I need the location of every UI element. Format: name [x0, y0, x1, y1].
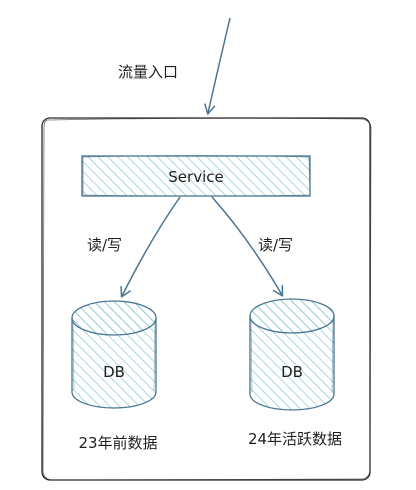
left-db-caption: 23年前数据: [78, 434, 157, 452]
edge-left: [120, 196, 181, 298]
entry-label: 流量入口: [118, 63, 178, 81]
left-edge-label: 读/写: [87, 236, 122, 254]
entry-arrow: [204, 17, 231, 115]
right-db-label: DB: [281, 363, 303, 381]
right-db-caption: 24年活跃数据: [248, 430, 342, 448]
left-db-node: DB: [71, 300, 157, 409]
right-db-node: DB: [249, 298, 335, 411]
left-db-label: DB: [103, 363, 125, 381]
service-label: Service: [168, 168, 223, 186]
container-box: [41, 117, 372, 481]
edge-right: [211, 196, 284, 297]
right-edge-label: 读/写: [258, 236, 293, 254]
service-node: Service: [81, 155, 311, 197]
